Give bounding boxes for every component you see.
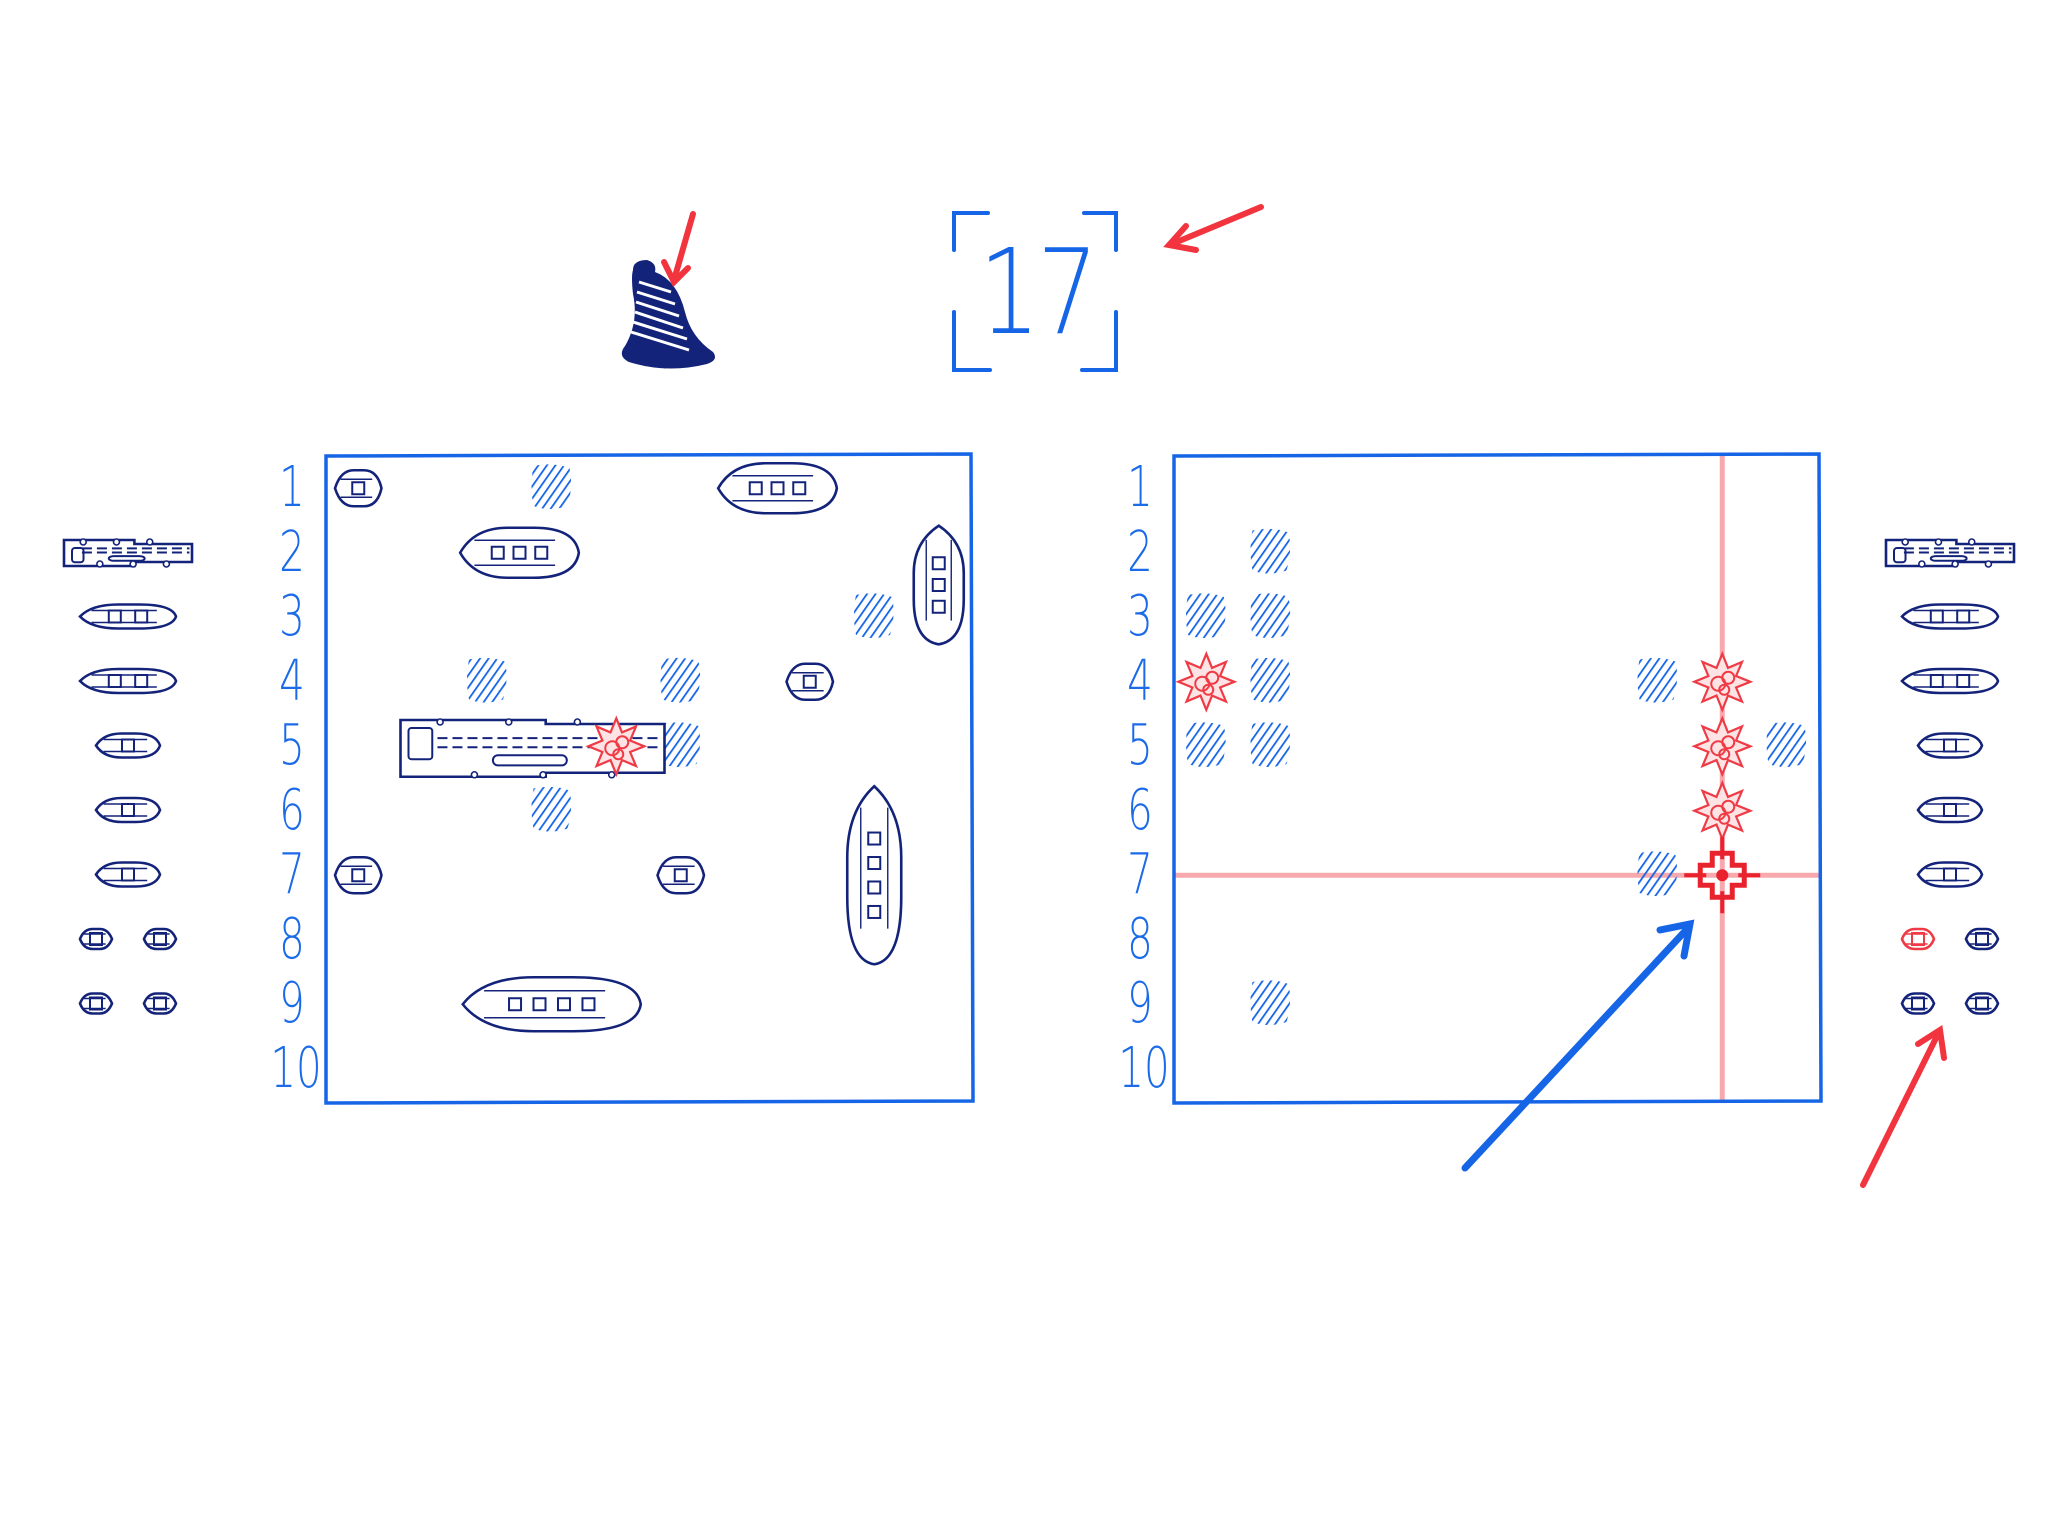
destroyer-fleet-icon: [94, 861, 162, 888]
row-label: 7: [1127, 842, 1153, 907]
water-splash-icon: [854, 593, 894, 638]
water-splash-icon: [1250, 528, 1291, 574]
boat-fleet-icon: [1964, 992, 2000, 1015]
water-splash-icon: [1766, 722, 1807, 767]
row-label: 3: [279, 584, 305, 649]
water-splash-icon: [467, 657, 507, 703]
row-label: 7: [279, 842, 305, 907]
annotation-arrows: [661, 204, 1947, 1188]
row-label: 8: [279, 906, 305, 972]
destroyer-fleet-icon: [94, 796, 162, 824]
water-splash-icon: [1637, 851, 1678, 896]
row-label: 5: [1127, 713, 1153, 778]
boat-fleet-icon: [1900, 927, 1936, 951]
target-pointer-arrow: [1461, 919, 1695, 1172]
board-frame: [324, 452, 975, 1105]
carrier-fleet-icon: [62, 538, 194, 568]
enemy-board: [1172, 452, 1823, 1105]
row-label: 10: [270, 1035, 322, 1101]
crosshair-icon[interactable]: [1684, 837, 1761, 914]
water-splash-icon: [1637, 657, 1678, 703]
explosion-icon: [1691, 715, 1754, 778]
water-splash-icon: [1250, 722, 1291, 767]
row-label: 9: [1127, 971, 1153, 1036]
destroyer-fleet-icon: [1916, 861, 1984, 888]
water-splash-icon: [1186, 593, 1226, 638]
row-label: 6: [279, 777, 305, 843]
destroyer-fleet-icon: [94, 732, 162, 759]
row-label: 4: [279, 648, 305, 714]
water-splash-icon: [531, 786, 572, 832]
row-label: 5: [279, 713, 305, 778]
player-board: [324, 452, 975, 1105]
cruiser-fleet-icon: [1900, 603, 2000, 630]
ship: [333, 855, 383, 895]
cruiser-fleet-icon: [1900, 667, 2000, 695]
row-label: 10: [1118, 1035, 1170, 1101]
carrier-fleet-icon: [1884, 538, 2016, 568]
board-frame: [1172, 452, 1823, 1105]
row-label: 1: [1127, 455, 1153, 520]
ship: [458, 526, 581, 580]
row-label: 4: [1127, 648, 1153, 714]
turn-counter-box: [952, 211, 1118, 372]
water-splash-icon: [1186, 722, 1226, 767]
player-fleet-list: [62, 538, 194, 1015]
crosshair-guides: [1174, 456, 1819, 1101]
water-splash-icon: [1250, 657, 1291, 703]
bell-icon[interactable]: [621, 260, 715, 369]
ship: [845, 784, 903, 966]
destroyer-fleet-icon: [1916, 796, 1984, 824]
ship: [333, 468, 383, 508]
enemy-fleet-list: [1884, 538, 2016, 1015]
explosion-icon: [1691, 650, 1754, 713]
boat-fleet-icon: [78, 927, 114, 951]
water-splash-icon: [660, 722, 701, 767]
explosion-icon: [1691, 779, 1754, 842]
boat-fleet-icon: [1900, 992, 1936, 1015]
row-label: 9: [279, 971, 305, 1036]
ship: [656, 855, 706, 895]
water-splash-icon: [531, 464, 572, 509]
boat-fleet-icon: [78, 992, 114, 1015]
row-label: 2: [1127, 519, 1153, 585]
ship: [716, 461, 839, 515]
water-splash-icon: [660, 657, 701, 703]
water-splash-icon: [1250, 593, 1291, 638]
row-label: 3: [1127, 584, 1153, 649]
row-label: 8: [1127, 906, 1153, 972]
boat-fleet-icon: [142, 992, 178, 1015]
ship: [912, 524, 966, 646]
water-splash-icon: [1250, 980, 1291, 1025]
destroyer-fleet-icon: [1916, 732, 1984, 759]
boat-fleet-icon: [142, 927, 178, 951]
explosion-icon: [585, 715, 648, 778]
ship: [785, 662, 835, 702]
row-label: 2: [279, 519, 305, 585]
turn-counter: 17: [978, 223, 1099, 361]
row-label: 1: [279, 455, 305, 520]
cruiser-fleet-icon: [78, 603, 178, 630]
row-label: 6: [1127, 777, 1153, 843]
cruiser-fleet-icon: [78, 667, 178, 695]
ship: [461, 975, 643, 1033]
explosion-icon: [1175, 650, 1238, 713]
boat-fleet-icon: [1964, 927, 2000, 951]
